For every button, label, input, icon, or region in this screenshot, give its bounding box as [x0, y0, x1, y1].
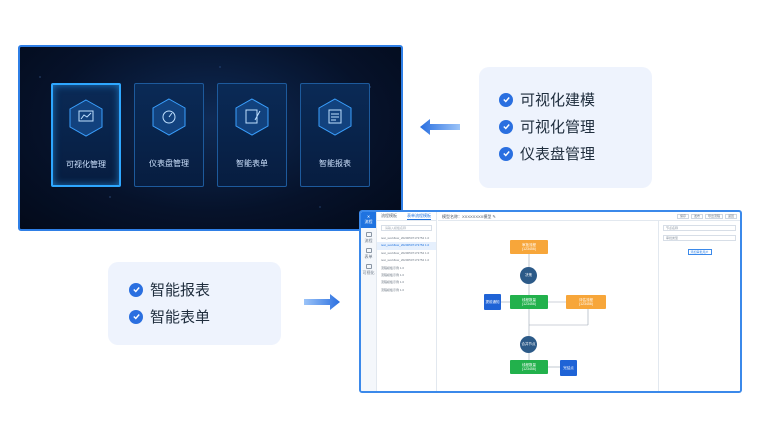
template-tabs: 流程模板 表单流程模板 — [377, 212, 436, 221]
check-icon — [129, 309, 143, 324]
list-item[interactable]: 流程模板示例 1.0 — [381, 272, 405, 277]
feature-label: 智能表单 — [150, 309, 211, 326]
list-item[interactable]: 流程模板示例 1.0 — [381, 280, 405, 285]
chart-screen-icon — [69, 99, 103, 137]
workflow-screenshot: ✕流程 流程 表单 可视化 流程模板 表单流程模板 请输入模板名称 test_w… — [359, 210, 742, 393]
app-nav-rail: ✕流程 流程 表单 可视化 — [361, 212, 377, 391]
list-item[interactable]: test_workflow_20200507173754 1.0 — [377, 242, 436, 250]
dashboard-screenshot: 可视化管理 仪表盘管理 智能表单 — [18, 45, 403, 231]
model-title: 模型名称：XXXXXXXX模型 ✎ — [442, 214, 496, 219]
feature-item: 仪表盘管理 — [499, 140, 652, 167]
flow-node[interactable]: 提前通知 — [484, 294, 501, 310]
template-list-panel: 流程模板 表单流程模板 请输入模板名称 test_workflow_202005… — [377, 212, 437, 391]
tile-label: 仪表盘管理 — [149, 159, 189, 168]
flow-node[interactable]: 合并节点 — [520, 336, 537, 353]
check-icon — [499, 119, 513, 134]
feature-label: 可视化建模 — [520, 92, 596, 109]
flow-node[interactable]: 评估流程(123456) — [566, 295, 606, 309]
tab-form-workflow-template[interactable]: 表单流程模板 — [407, 212, 431, 220]
feature-item: 智能报表 — [129, 276, 281, 303]
tab-workflow-template[interactable]: 流程模板 — [381, 213, 397, 218]
list-item[interactable]: test_workflow_20200507173754 1.0 — [381, 250, 430, 255]
export-button[interactable]: 导出流程 — [704, 214, 723, 219]
feature-item: 智能表单 — [129, 303, 281, 330]
app-logo: ✕流程 — [361, 212, 376, 228]
nav-item-workflow[interactable]: 流程 — [361, 232, 376, 244]
tile-visual-management[interactable]: 可视化管理 — [51, 83, 121, 187]
add-approver-button[interactable]: 添加审批用户 — [687, 249, 712, 255]
flow-node[interactable]: 线程数量(123456) — [510, 295, 548, 309]
arrow-right-icon — [304, 294, 340, 310]
list-item[interactable]: test_workflow_20200507173754 1.0 — [381, 236, 430, 240]
tile-label: 智能报表 — [319, 159, 351, 168]
save-button[interactable]: 保存 — [676, 214, 689, 219]
check-icon — [499, 146, 513, 161]
list-item[interactable]: 流程模板示例 1.0 — [381, 287, 405, 292]
check-icon — [129, 282, 143, 297]
list-item[interactable]: 流程模板示例 1.0 — [381, 265, 405, 270]
feature-label: 仪表盘管理 — [520, 146, 596, 163]
flow-node[interactable]: 完结点 — [560, 360, 577, 376]
check-icon — [499, 92, 513, 107]
report-icon — [318, 98, 352, 136]
form-icon — [365, 248, 372, 253]
monitor-icon — [365, 264, 372, 269]
module-tiles: 可视化管理 仪表盘管理 智能表单 — [51, 83, 370, 187]
feature-callout-top: 可视化建模 可视化管理 仪表盘管理 — [479, 67, 652, 188]
model-topbar: 模型名称：XXXXXXXX模型 ✎ 保存 发布 导出流程 返回 — [438, 212, 740, 221]
flow-node[interactable]: 审批流程(123456) — [510, 240, 548, 254]
form-edit-icon — [235, 98, 269, 136]
nav-item-form[interactable]: 表单 — [361, 248, 376, 260]
tile-label: 智能表单 — [236, 159, 268, 168]
node-name-field[interactable]: 节点名称 — [663, 225, 736, 231]
arrow-left-icon — [420, 119, 460, 135]
flow-node[interactable]: 决策 — [520, 267, 537, 284]
flow-node[interactable]: 线程数量(123456) — [510, 360, 548, 374]
feature-label: 可视化管理 — [520, 119, 596, 136]
flow-canvas[interactable]: 审批流程(123456) 决策 提前通知 线程数量(123456) 评估流程(1… — [438, 221, 658, 391]
feature-callout-bottom: 智能报表 智能表单 — [108, 262, 281, 345]
feature-label: 智能报表 — [150, 282, 211, 299]
nav-item-visual[interactable]: 可视化 — [361, 264, 376, 276]
back-button[interactable]: 返回 — [724, 214, 737, 219]
flow-connectors — [501, 253, 589, 368]
tile-label: 可视化管理 — [66, 160, 106, 169]
tile-smart-form[interactable]: 智能表单 — [217, 83, 287, 187]
list-item[interactable]: test_workflow_20200507173754 1.0 — [381, 258, 430, 263]
tile-smart-report[interactable]: 智能报表 — [300, 83, 370, 187]
feature-item: 可视化建模 — [499, 86, 652, 113]
properties-panel: 节点名称 审批类型 添加审批用户 — [658, 221, 740, 391]
workflow-icon — [365, 232, 372, 237]
feature-item: 可视化管理 — [499, 113, 652, 140]
publish-button[interactable]: 发布 — [690, 214, 703, 219]
gauge-icon — [152, 98, 186, 136]
approval-type-field[interactable]: 审批类型 — [663, 235, 736, 241]
tile-dashboard-management[interactable]: 仪表盘管理 — [134, 83, 204, 187]
template-search-input[interactable]: 请输入模板名称 — [381, 225, 432, 231]
toolbar: 保存 发布 导出流程 返回 — [676, 214, 737, 219]
